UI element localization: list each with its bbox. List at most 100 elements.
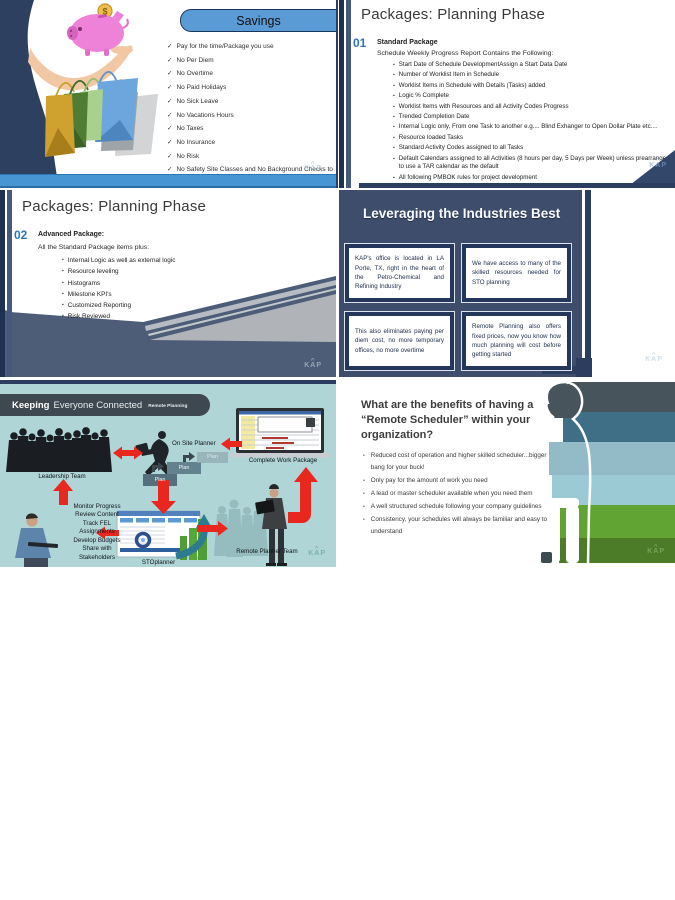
angled-background xyxy=(0,190,336,377)
svg-text:$: $ xyxy=(102,7,107,17)
slide-title: Savings xyxy=(236,13,281,28)
left-edge-bar xyxy=(0,190,5,377)
kap-caret-icon: ^ xyxy=(655,157,661,164)
stoplanner-window-icon xyxy=(116,510,201,558)
bullet-icon: ▪ xyxy=(393,103,395,110)
bullet-icon: ▪ xyxy=(62,290,64,297)
slide-title: Packages: Planning Phase xyxy=(22,198,207,215)
bullet-text: Start Date of Schedule DevelopmentAssign… xyxy=(398,61,568,68)
bullet-icon: ▪ xyxy=(393,134,395,141)
check-icon: ✓ xyxy=(167,138,173,146)
vertical-stripe xyxy=(585,190,591,377)
checklist-item-text: No Paid Holidays xyxy=(176,84,227,92)
checklist-item-text: No Overtime xyxy=(176,70,213,78)
remote-planning-diagram xyxy=(6,408,330,567)
bullet-icon: ▪ xyxy=(393,82,395,89)
bullet-item: ▪ Number of Worklist Item in Schedule xyxy=(393,71,675,80)
slide-packages-advanced[interactable]: Packages: Planning Phase 02 Advanced Pac… xyxy=(0,190,336,377)
bullet-text: Milestone KPI's xyxy=(67,290,112,298)
check-icon: ✓ xyxy=(167,152,173,160)
bullet-icon: • xyxy=(363,453,365,459)
info-box-text: Remote Planning also offers fixed prices… xyxy=(472,323,561,359)
color-band-2 xyxy=(563,412,675,442)
bullet-item: ▪ Resource loaded Tasks xyxy=(393,134,675,143)
slide-remote-scheduler-benefits[interactable]: What are the benefits of having a “Remot… xyxy=(339,380,675,563)
bullet-item: ▪ Standard Activity Codes assigned to al… xyxy=(393,144,675,153)
slide-packages-standard[interactable]: Packages: Planning Phase 01 Standard Pac… xyxy=(339,0,675,188)
monitor-duty-line: Review Content xyxy=(75,511,119,519)
piggy-bank-icon: $ xyxy=(67,3,129,56)
bullet-item: • Consistency, your schedules will alway… xyxy=(363,514,551,538)
savings-title-pill: Savings xyxy=(180,9,336,32)
plan-step-label: Plan xyxy=(207,454,218,460)
bullet-text: A well structured schedule following you… xyxy=(370,502,542,510)
label-complete-work-package: Complete Work Package xyxy=(248,457,318,464)
info-box: This also eliminates paying per diem cos… xyxy=(344,311,455,371)
bullet-text: Default Calendars assigned to all Activi… xyxy=(398,154,670,171)
kap-watermark: ^KAP xyxy=(304,357,322,370)
bullet-text: Logic % Complete xyxy=(398,92,449,100)
slide-savings[interactable]: $ xyxy=(0,0,338,188)
bullet-text: Reduced cost of operation and higher ski… xyxy=(370,452,547,471)
bullet-item: ▪ Worklist Items with Resources and all … xyxy=(393,103,675,112)
slide-title: Packages: Planning Phase xyxy=(361,6,546,23)
benefits-bullet-list: • Reduced cost of operation and higher s… xyxy=(363,450,551,538)
bullet-icon: ▪ xyxy=(393,62,395,68)
slide-leveraging[interactable]: Leveraging the Industries Best KAP's off… xyxy=(339,190,675,377)
check-icon: ✓ xyxy=(167,70,173,78)
checklist-item: ✓ No Paid Holidays xyxy=(167,84,333,92)
bullet-icon: ▪ xyxy=(393,155,395,162)
bullet-item: ▪ Internal Logic only, From one Task to … xyxy=(393,123,675,132)
bullet-item: • Reduced cost of operation and higher s… xyxy=(363,450,551,474)
savings-checklist: ✓ Pay for the time/Package you use ✓ No … xyxy=(167,43,333,183)
bullet-item: ▪ Resource leveling xyxy=(62,267,302,276)
checklist-item-text: No Sick Leave xyxy=(176,97,219,105)
slide-keeping-connected[interactable]: Keeping Everyone Connected Remote Planni… xyxy=(0,380,336,567)
shopping-illustration: $ xyxy=(0,0,158,177)
bullet-text: Consistency, your schedules will always … xyxy=(370,515,548,535)
bullet-text: Worklist Items in Schedule with Details … xyxy=(398,81,546,89)
bullet-item: ▪ Worklist Items in Schedule with Detail… xyxy=(393,82,675,91)
bullet-icon: ▪ xyxy=(393,93,395,100)
kap-watermark: ^KAP xyxy=(304,160,322,173)
kap-caret-icon: ^ xyxy=(651,351,657,358)
bullet-icon: ▪ xyxy=(393,145,395,152)
check-icon: ✓ xyxy=(167,56,173,64)
bullet-item: • A lead or master scheduler available w… xyxy=(363,488,551,500)
bullet-text: All following PMBOK rules for project de… xyxy=(398,173,538,181)
bullet-text: Standard Activity Codes assigned to all … xyxy=(398,144,524,152)
left-edge-bar-2 xyxy=(7,190,12,377)
bullet-item: ▪ Default Calendars assigned to all Acti… xyxy=(393,155,675,173)
plan-step-label: Plan xyxy=(178,465,190,471)
checklist-item: ✓ Pay for the time/Package you use xyxy=(167,43,333,51)
bullet-icon: ▪ xyxy=(393,174,395,181)
kap-watermark: ^KAP xyxy=(308,545,326,558)
color-band-3 xyxy=(549,442,675,475)
corner-stub-vertical xyxy=(576,358,592,377)
title-rest: Everyone Connected xyxy=(53,399,143,411)
label-leadership-team: Leadership Team xyxy=(38,473,86,480)
bottom-accent-bar xyxy=(359,183,675,188)
bullet-text: Resource loaded Tasks xyxy=(398,133,463,141)
checklist-item-text: No Insurance xyxy=(176,138,216,146)
checklist-item: ✓ No Vacations Hours xyxy=(167,112,333,120)
info-box: KAP's office is located in LA Porte, TX,… xyxy=(344,243,455,303)
check-icon: ✓ xyxy=(167,97,173,105)
bullet-icon: ▪ xyxy=(62,268,64,275)
info-box: We have access to many of the skilled re… xyxy=(461,243,572,303)
package-heading: Advanced Package: xyxy=(38,231,105,238)
scheduler-silhouette-icon xyxy=(538,380,592,563)
left-edge-bar-2 xyxy=(346,0,351,188)
checklist-item-text: No Risk xyxy=(176,152,200,160)
bullet-item: ▪ Internal Logic as well as external log… xyxy=(62,256,302,265)
kap-watermark: ^KAP xyxy=(647,543,665,556)
check-icon: ✓ xyxy=(167,166,173,174)
kap-caret-icon: ^ xyxy=(314,545,320,552)
bullet-icon: ▪ xyxy=(62,302,64,309)
bullet-icon: ▪ xyxy=(62,313,64,320)
bullet-icon: • xyxy=(363,503,365,510)
bottom-accent-bar xyxy=(0,174,336,188)
bullet-icon: ▪ xyxy=(393,113,395,120)
